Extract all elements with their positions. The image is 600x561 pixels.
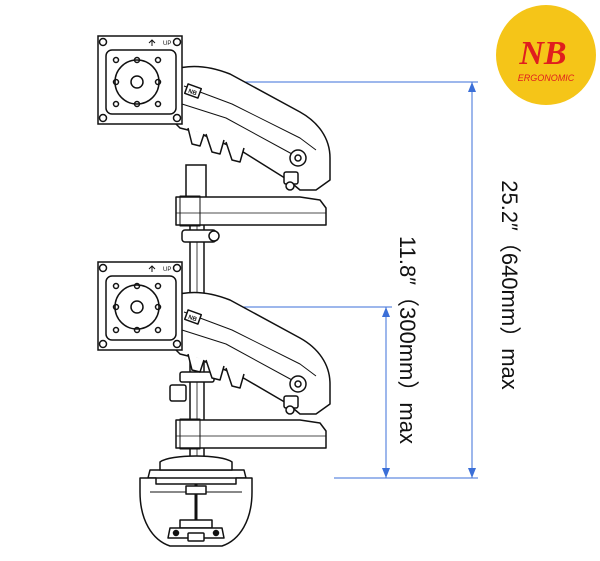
upper-vesa-plate: [97, 35, 183, 125]
lower-height-label: 11.8″（300mm）max: [395, 236, 420, 444]
logo-subtext: ERGONOMIC: [518, 73, 575, 83]
upper-plate-up-mark: UP: [163, 41, 171, 47]
lower-vesa-plate: [97, 261, 183, 351]
svg-text:NB: NB: [187, 315, 198, 324]
dimension-arrows: [382, 82, 476, 478]
desk-clamp: [139, 455, 253, 547]
upper-arm: NB: [171, 65, 331, 227]
lower-arm: NB: [171, 291, 331, 450]
lower-plate-up-mark: UP: [163, 267, 171, 273]
svg-text:NB: NB: [187, 89, 198, 98]
overall-height-label: 25.2″（640mm）max: [497, 180, 522, 390]
brand-logo: NB ERGONOMIC: [496, 5, 596, 105]
logo-text: NB: [518, 35, 566, 72]
